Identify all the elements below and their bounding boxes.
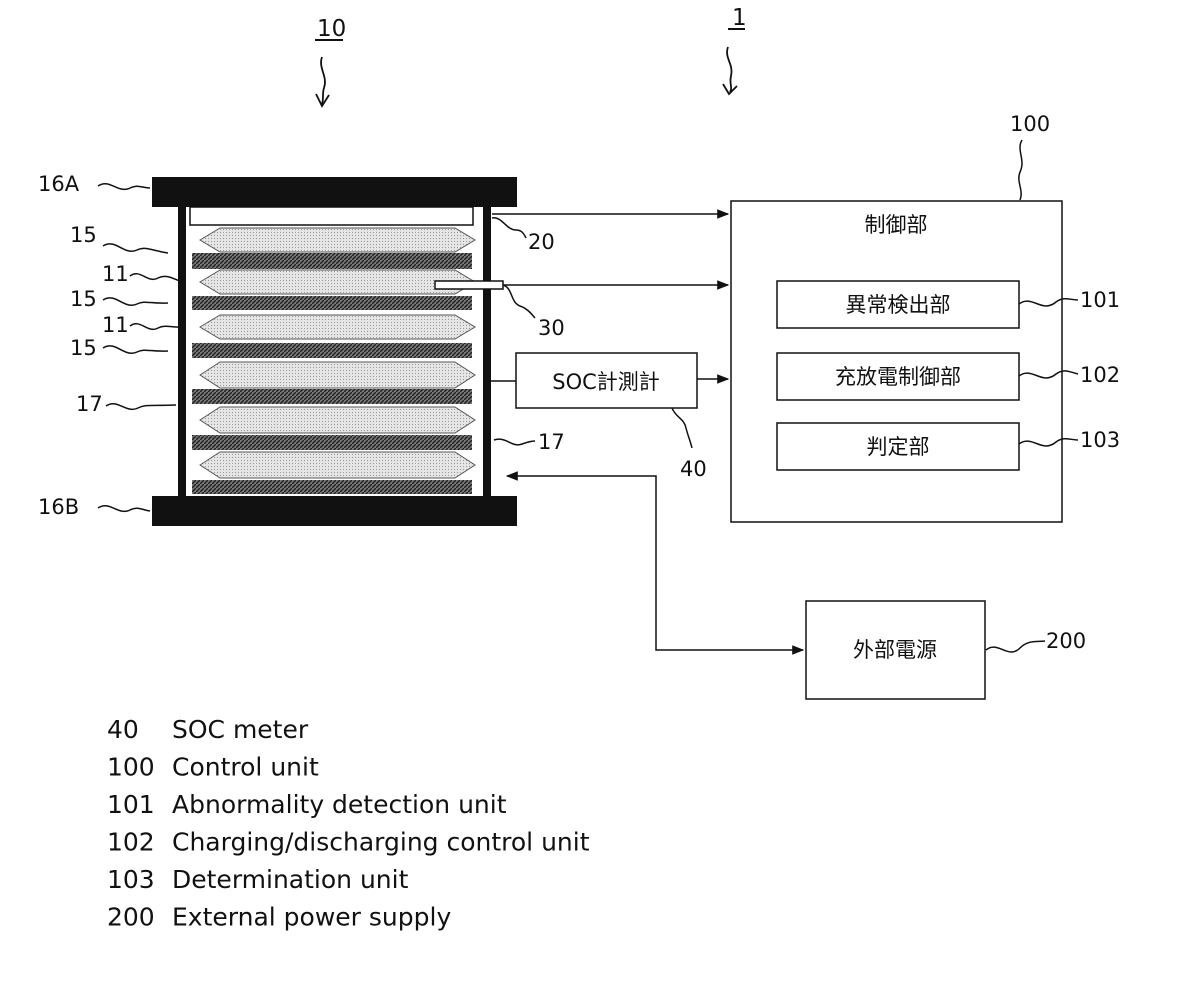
separator: [192, 389, 472, 404]
label-103: 103: [1080, 428, 1120, 452]
legend-number: 103: [107, 865, 155, 894]
legend-text: SOC meter: [172, 715, 309, 744]
legend-text: Charging/discharging control unit: [172, 828, 590, 857]
leader-40: [672, 408, 692, 448]
cell: [200, 315, 475, 339]
label-16b: 16B: [38, 495, 79, 519]
label-15-a: 15: [70, 223, 97, 247]
separator: [192, 343, 472, 358]
separator: [192, 480, 472, 494]
label-30: 30: [538, 316, 565, 340]
leader-20: [492, 218, 526, 238]
determination-label: 判定部: [867, 435, 930, 459]
label-102: 102: [1080, 363, 1120, 387]
leader-16a: [98, 184, 150, 190]
separator: [192, 435, 472, 450]
leader-15-b: [103, 298, 168, 305]
legend: 40 SOC meter 100 Control unit 101 Abnormality…: [107, 715, 590, 932]
leader-16b: [98, 506, 150, 512]
leader-15-a: [103, 244, 168, 253]
label-17-right: 17: [538, 430, 565, 454]
label-11-b: 11: [102, 313, 129, 337]
battery-ref-label: 10: [317, 16, 346, 42]
leader-200: [986, 641, 1045, 652]
legend-text: Control unit: [172, 753, 319, 782]
label-17-left: 17: [76, 392, 103, 416]
external-power-label: 外部電源: [853, 638, 937, 662]
label-11-a: 11: [102, 262, 129, 286]
leader-15-c: [103, 346, 168, 353]
system-ref-label: 1: [732, 5, 747, 31]
battery-ref-leader: [321, 57, 325, 104]
leader-100: [1019, 140, 1022, 200]
legend-number: 200: [107, 903, 155, 932]
cell: [200, 407, 475, 433]
label-20: 20: [528, 230, 555, 254]
separator: [192, 296, 472, 310]
battery-stack: [152, 177, 517, 526]
cell: [200, 452, 475, 478]
legend-number: 40: [107, 715, 139, 744]
label-200: 200: [1046, 629, 1086, 653]
cell: [200, 270, 475, 294]
legend-number: 100: [107, 753, 155, 782]
leader-17-right: [494, 439, 535, 445]
cell: [200, 228, 475, 252]
label-15-c: 15: [70, 336, 97, 360]
label-15-b: 15: [70, 287, 97, 311]
legend-text: Abnormality detection unit: [172, 790, 507, 819]
separator: [192, 253, 472, 269]
legend-number: 101: [107, 790, 155, 819]
legend-number: 102: [107, 828, 155, 857]
leader-11-a: [130, 274, 182, 282]
cell: [200, 362, 475, 388]
abnormality-label: 異常検出部: [846, 293, 951, 317]
label-101: 101: [1080, 288, 1120, 312]
pressure-sensor-plate: [190, 207, 473, 225]
end-plate-bottom: [152, 496, 517, 526]
temperature-sensor: [435, 281, 503, 289]
system-ref-leader: [727, 47, 732, 92]
leader-17-left: [106, 404, 176, 410]
label-100: 100: [1010, 112, 1050, 136]
side-plate-left: [178, 205, 186, 497]
label-40: 40: [680, 457, 707, 481]
legend-text: Determination unit: [172, 865, 409, 894]
side-plate-right: [483, 205, 491, 497]
legend-text: External power supply: [172, 903, 451, 932]
end-plate-top: [152, 177, 517, 207]
leader-11-b: [130, 324, 182, 330]
label-16a: 16A: [38, 172, 80, 196]
soc-meter-label: SOC計測計: [552, 370, 660, 394]
control-unit-title: 制御部: [865, 213, 928, 237]
leader-30: [503, 285, 535, 318]
charge-control-label: 充放電制御部: [835, 365, 961, 389]
